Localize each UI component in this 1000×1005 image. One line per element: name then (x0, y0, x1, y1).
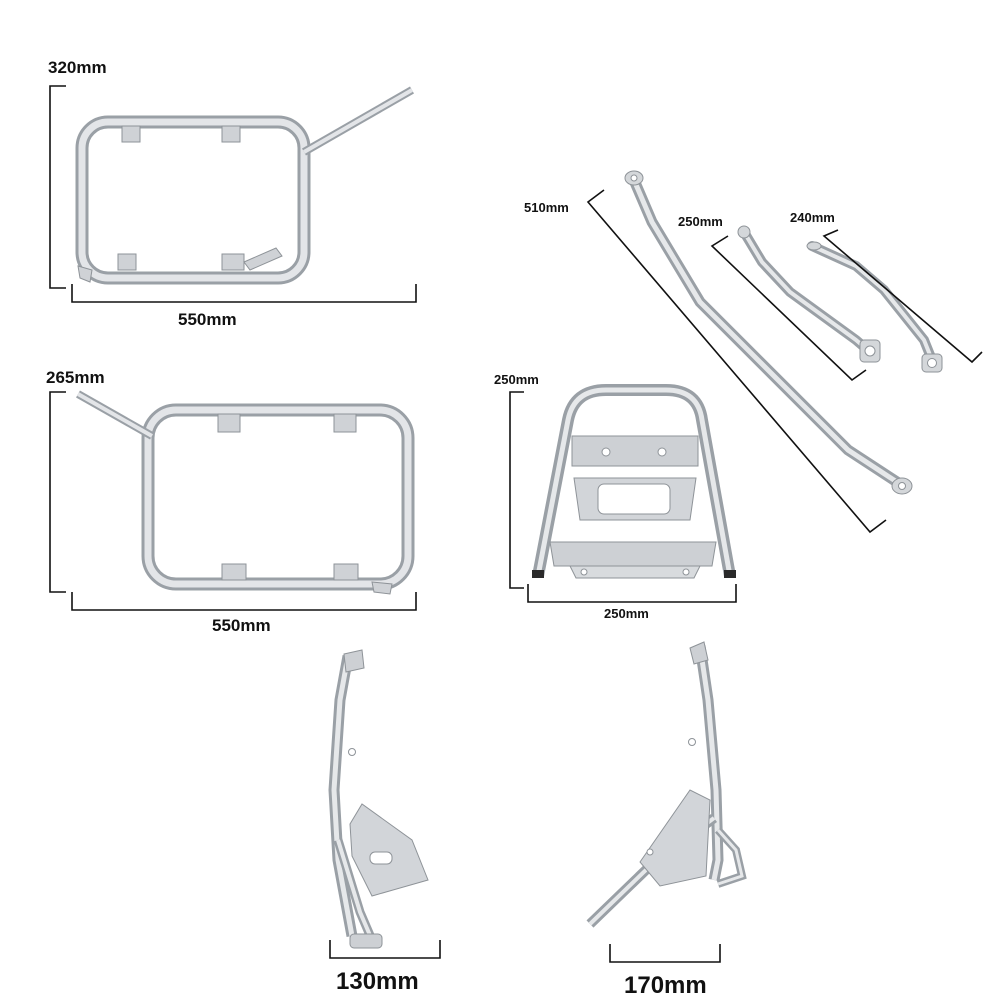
right-pannier-frame (76, 390, 415, 595)
dimension-lines-braces (586, 189, 983, 534)
short-brace (806, 241, 943, 373)
dimension-lines-left-bracket (329, 940, 441, 959)
label-top-rack-width: 250mm (604, 606, 649, 621)
left-side-bracket (328, 649, 429, 949)
middle-brace (737, 225, 881, 363)
dimension-lines-left-frame (49, 85, 417, 303)
label-left-bracket-width: 130mm (336, 968, 419, 995)
left-pannier-frame (75, 86, 414, 285)
top-rack (532, 384, 736, 579)
long-brace (624, 170, 913, 495)
dimension-lines-right-bracket (609, 944, 721, 963)
label-right-frame-height: 265mm (46, 368, 105, 387)
label-right-bracket-width: 170mm (624, 972, 707, 999)
right-side-bracket (586, 641, 747, 928)
label-top-rack-height: 250mm (494, 372, 539, 387)
label-long-brace: 510mm (524, 200, 569, 215)
dimension-lines-right-frame (49, 391, 417, 611)
label-left-frame-width: 550mm (178, 310, 237, 329)
label-short-brace: 240mm (790, 210, 835, 225)
label-left-frame-height: 320mm (48, 58, 107, 77)
dimension-lines-top-rack (509, 391, 737, 603)
label-middle-brace: 250mm (678, 214, 723, 229)
label-right-frame-width: 550mm (212, 616, 271, 635)
